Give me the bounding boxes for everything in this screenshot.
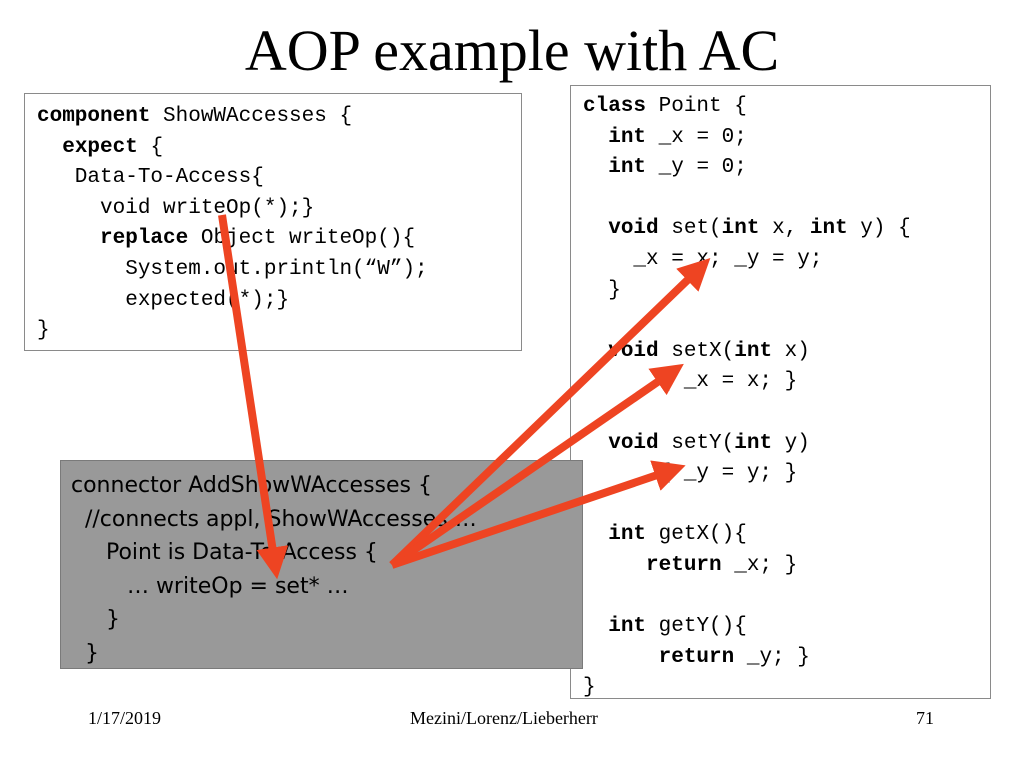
code-line: void setX(int x) — [583, 337, 990, 368]
code-keyword: expect — [62, 135, 138, 159]
code-text: _x = 0; — [646, 125, 747, 149]
code-text: ShowWAccesses { — [150, 105, 353, 128]
code-text — [37, 136, 62, 159]
code-line: _x = x; _y = y; — [583, 245, 990, 276]
code-text: System.out.println(“W”); — [37, 257, 428, 281]
code-text — [583, 217, 608, 240]
point-class-code-box: class Point { int _x = 0; int _y = 0; vo… — [570, 85, 991, 699]
code-line: class Point { — [583, 92, 990, 123]
code-text — [583, 340, 608, 363]
code-text — [583, 156, 608, 179]
code-line: void set(int x, int y) { — [583, 214, 990, 245]
code-keyword: return — [658, 645, 735, 669]
code-keyword: int — [734, 431, 773, 455]
code-line — [583, 306, 990, 337]
code-text — [583, 646, 659, 669]
point-class-code: class Point { int _x = 0; int _y = 0; vo… — [583, 92, 990, 704]
code-keyword: return — [646, 553, 722, 577]
code-line: } — [583, 673, 990, 704]
code-text: x) — [772, 339, 810, 363]
code-text: _x = x; _y = y; — [583, 247, 823, 271]
code-line: } — [583, 276, 990, 307]
code-keyword: component — [37, 105, 151, 128]
code-keyword: int — [608, 615, 647, 639]
code-keyword: int — [608, 523, 647, 547]
code-line: int _y = 0; — [583, 153, 990, 184]
code-line: return _x; } — [583, 551, 990, 582]
code-line: } — [37, 316, 521, 347]
code-keyword: int — [608, 156, 647, 180]
code-keyword: replace — [100, 227, 189, 251]
code-line: expected(*);} — [37, 286, 521, 317]
component-code: component ShowWAccesses { expect { Data-… — [37, 102, 521, 347]
code-keyword: int — [809, 217, 848, 241]
code-line: int _x = 0; — [583, 123, 990, 154]
code-keyword: int — [734, 339, 773, 363]
code-text — [583, 523, 608, 546]
connector-line: } — [71, 607, 120, 632]
code-text: { _x = x; } — [583, 370, 798, 394]
code-text: x, — [759, 217, 810, 241]
code-text: Data-To-Access{ — [37, 166, 264, 190]
code-text: { _y = y; } — [583, 462, 798, 486]
code-text — [583, 615, 608, 638]
code-text: } — [583, 676, 596, 700]
code-line: { _x = x; } — [583, 367, 990, 398]
code-keyword: int — [721, 217, 760, 241]
connector-line: connector AddShowWAccesses { — [71, 473, 433, 498]
component-code-box: component ShowWAccesses { expect { Data-… — [24, 93, 522, 351]
slide-title: AOP example with AC — [244, 18, 780, 83]
code-line — [583, 582, 990, 613]
code-text: setY( — [658, 431, 735, 455]
code-line — [583, 184, 990, 215]
code-line: component ShowWAccesses { — [37, 102, 521, 133]
code-text — [583, 554, 646, 577]
code-text: y) { — [847, 217, 911, 241]
connector-box: connector AddShowWAccesses { //connects … — [60, 460, 583, 669]
code-text: } — [37, 319, 50, 343]
code-text: } — [583, 278, 621, 302]
code-keyword: int — [608, 125, 647, 149]
code-text — [583, 126, 608, 149]
code-line: replace Object writeOp(){ — [37, 224, 521, 255]
code-line — [583, 490, 990, 521]
code-line: expect { — [37, 133, 521, 164]
footer-authors: Mezini/Lorenz/Lieberherr — [410, 708, 598, 728]
code-line: void writeOp(*);} — [37, 194, 521, 225]
connector-line: … writeOp = set* … — [71, 573, 349, 599]
footer-page-number: 71 — [916, 708, 934, 728]
code-keyword: void — [608, 339, 659, 363]
code-text: _y; } — [734, 645, 810, 669]
code-line: int getX(){ — [583, 520, 990, 551]
code-text: y) — [772, 431, 810, 455]
code-text: _y = 0; — [646, 156, 747, 180]
code-text: set( — [658, 217, 722, 241]
code-text: { — [137, 135, 164, 159]
code-text: _x; } — [721, 553, 798, 577]
connector-line: Point is Data-To-Access { — [71, 540, 378, 565]
code-line: { _y = y; } — [583, 459, 990, 490]
code-line: int getY(){ — [583, 612, 990, 643]
code-line: void setY(int y) — [583, 429, 990, 460]
code-line: return _y; } — [583, 643, 990, 674]
connector-line: } — [71, 640, 99, 666]
code-text: expected(*);} — [37, 288, 290, 312]
code-text — [37, 227, 100, 250]
code-keyword: class — [583, 95, 647, 118]
code-line: System.out.println(“W”); — [37, 255, 521, 286]
code-text: setX( — [658, 339, 735, 363]
code-text: void writeOp(*);} — [37, 196, 315, 220]
code-text: Object writeOp(){ — [188, 227, 416, 251]
code-text — [583, 432, 608, 455]
footer-date: 1/17/2019 — [88, 708, 162, 728]
code-text: Point { — [646, 95, 747, 118]
connector-line: //connects appl, ShowWAccesses … — [71, 506, 477, 532]
code-keyword: void — [608, 217, 659, 241]
code-text: getY(){ — [646, 615, 747, 639]
code-keyword: void — [608, 431, 659, 455]
code-line: Data-To-Access{ — [37, 163, 521, 194]
code-text: getX(){ — [646, 523, 747, 547]
code-line — [583, 398, 990, 429]
